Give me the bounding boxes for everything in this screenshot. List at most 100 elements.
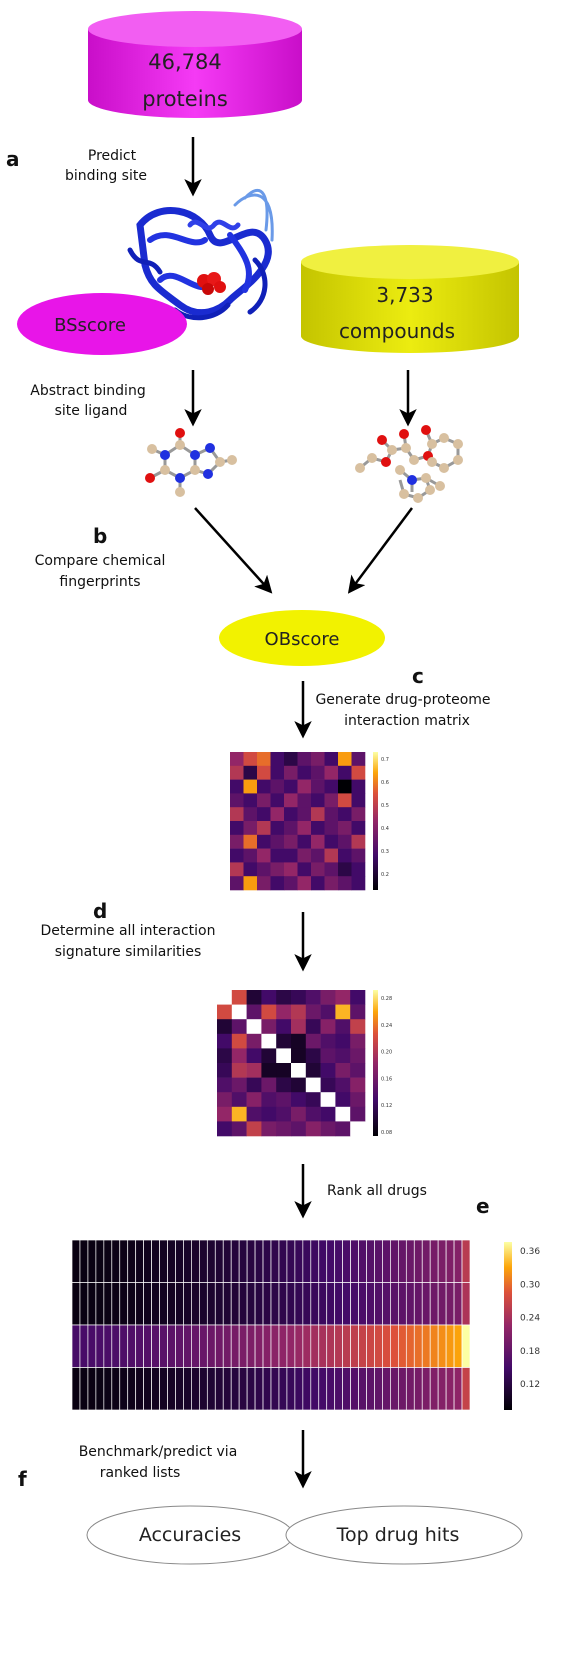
heatmap-cell xyxy=(302,1367,312,1411)
heatmap1-colorbar xyxy=(373,752,378,890)
heatmap-cell xyxy=(351,848,366,863)
heatmap-cell xyxy=(243,848,258,863)
heatmap-cell xyxy=(311,821,325,836)
heatmap-cell xyxy=(270,779,285,794)
heatmap-cell xyxy=(175,1324,184,1368)
heatmap-cell xyxy=(453,1367,463,1411)
heatmap-cell xyxy=(217,1048,233,1064)
heatmap-cell xyxy=(206,1367,216,1411)
heatmap-cell xyxy=(103,1282,113,1326)
heatmap-cell xyxy=(382,1367,391,1411)
heatmap-cell xyxy=(335,1019,351,1035)
heatmap-cell xyxy=(191,1367,200,1411)
heatmap-cell xyxy=(286,1239,296,1283)
heatmap-cell xyxy=(246,1367,256,1411)
heatmap-cell xyxy=(338,793,352,808)
heatmap-cell xyxy=(230,1239,240,1283)
heatmap-cell xyxy=(246,1106,262,1122)
heatmap-cell xyxy=(230,821,244,836)
arrow-right-to-obscore xyxy=(347,507,414,594)
heatmap-cell xyxy=(311,834,325,849)
heatmap-cell xyxy=(286,1324,296,1368)
panel-letter-a: a xyxy=(6,147,20,171)
heatmap-cell xyxy=(71,1367,81,1411)
heatmap-cell xyxy=(305,1048,321,1064)
colorbar-tick-label: 0.2 xyxy=(381,872,389,878)
heatmap-cell xyxy=(238,1239,248,1283)
heatmap-cell xyxy=(335,1121,351,1137)
heatmap-cell xyxy=(320,1063,336,1078)
heatmap-cell xyxy=(261,1048,277,1064)
heatmap-cell xyxy=(119,1324,129,1368)
heatmap-cell xyxy=(302,1239,312,1283)
heatmap-cell xyxy=(358,1282,367,1326)
heatmap-cell xyxy=(159,1239,168,1283)
colorbar-tick-label: 0.16 xyxy=(381,1076,392,1082)
heatmap-cell xyxy=(143,1367,152,1411)
heatmap-cell xyxy=(127,1282,137,1326)
heatmap-cell xyxy=(351,779,366,794)
heatmap-cell xyxy=(71,1324,81,1368)
heatmap-cell xyxy=(320,990,336,1005)
heatmap-cell xyxy=(79,1367,89,1411)
heatmap-cell xyxy=(261,1121,277,1137)
heatmap-cell xyxy=(335,990,351,1005)
heatmap-cell xyxy=(270,848,285,863)
heatmap-cell xyxy=(246,1239,256,1283)
heatmap-cell xyxy=(151,1367,160,1411)
heatmap-cell xyxy=(217,1019,233,1035)
heatmap-cell xyxy=(305,990,321,1005)
heatmap-cell xyxy=(351,862,366,877)
heatmap-cell xyxy=(243,862,258,877)
heatmap-cell xyxy=(294,1367,304,1411)
heatmap-cell xyxy=(437,1324,447,1368)
heatmap-cell xyxy=(320,1004,336,1020)
heatmap-cell xyxy=(238,1282,248,1326)
heatmap-cell xyxy=(310,1324,320,1368)
step-benchmark-line1: Benchmark/predict via xyxy=(79,1444,238,1460)
heatmap-cell xyxy=(257,752,271,767)
heatmap-cell xyxy=(437,1282,447,1326)
heatmap-cell xyxy=(214,1239,224,1283)
heatmap-cell xyxy=(231,1106,247,1122)
heatmap-cell xyxy=(246,1019,262,1035)
step-rank-line1: Rank all drugs xyxy=(327,1183,427,1199)
heatmap-cell xyxy=(342,1324,351,1368)
heatmap-cell xyxy=(324,752,339,767)
heatmap-cell xyxy=(338,834,352,849)
compounds-database: 3,733 compounds xyxy=(301,245,519,353)
heatmap-cell xyxy=(311,807,325,822)
heatmap-cell xyxy=(390,1367,399,1411)
heatmap-cell xyxy=(324,876,339,891)
heatmap-cell xyxy=(246,1004,262,1020)
heatmap-cell xyxy=(87,1282,97,1326)
colorbar-tick-label: 0.5 xyxy=(381,803,389,809)
heatmap-cell xyxy=(284,862,298,877)
heatmap-cell xyxy=(291,1048,307,1064)
heatmap-cell xyxy=(257,779,271,794)
heatmap-cell xyxy=(243,807,258,822)
heatmap3-colorbar xyxy=(504,1242,512,1410)
heatmap-cell xyxy=(350,1077,366,1093)
heatmap-cell xyxy=(284,821,298,836)
heatmap-cell xyxy=(305,1004,321,1020)
heatmap-cell xyxy=(243,752,258,767)
heatmap-cell xyxy=(374,1239,383,1283)
heatmap-cell xyxy=(429,1324,439,1368)
heatmap-cell xyxy=(238,1324,248,1368)
heatmap-cell xyxy=(324,807,339,822)
heatmap-cell xyxy=(206,1239,216,1283)
heatmap-cell xyxy=(324,862,339,877)
heatmap-cell xyxy=(87,1324,97,1368)
heatmap-cell xyxy=(338,779,352,794)
heatmap-cell xyxy=(183,1324,192,1368)
heatmap-cell xyxy=(350,1033,366,1049)
heatmap-cell xyxy=(230,765,244,780)
heatmap-cell xyxy=(358,1239,367,1283)
heatmap-cell xyxy=(270,1282,280,1326)
obscore-node: OBscore xyxy=(219,610,385,666)
heatmap-cell xyxy=(374,1367,383,1411)
heatmap-cell xyxy=(338,862,352,877)
heatmap-cell xyxy=(243,793,258,808)
